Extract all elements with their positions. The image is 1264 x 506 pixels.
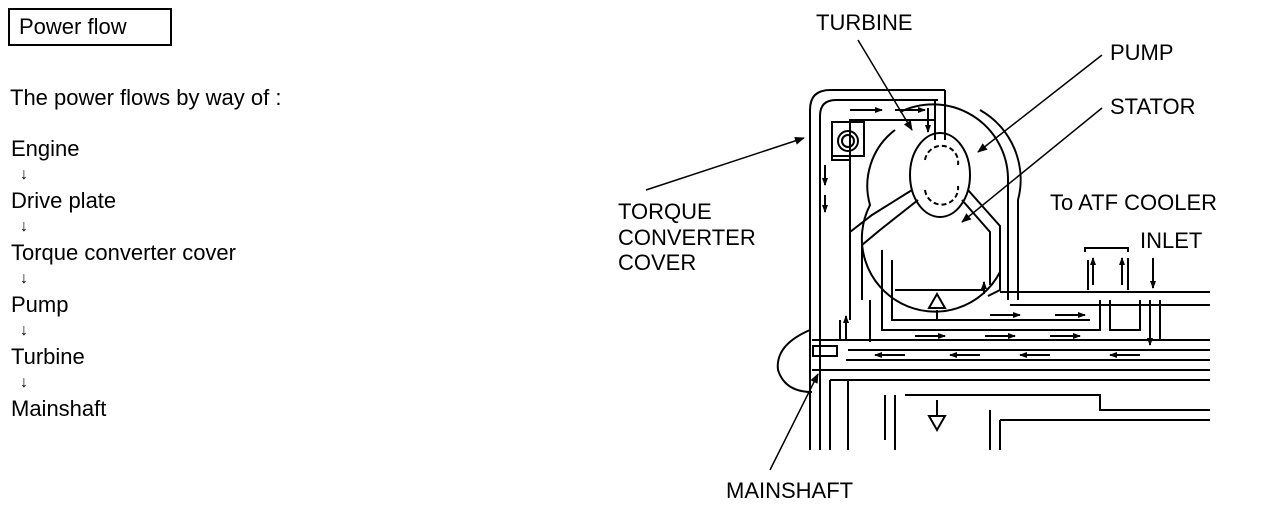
leader-cover [645, 137, 805, 191]
power-flow-list: Engine ↓ Drive plate ↓ Torque converter … [11, 136, 236, 422]
turbine-core [909, 132, 971, 218]
label-mainshaft: MAINSHAFT [726, 478, 853, 503]
converter-cover-outline [809, 89, 946, 450]
leader-stator [961, 107, 1103, 223]
label-stator: STATOR [1110, 94, 1196, 119]
label-pump: PUMP [1110, 40, 1174, 65]
label-atf-cooler: To ATF COOLER [1050, 190, 1217, 215]
flow-step-torque-converter-cover: Torque converter cover [11, 240, 236, 265]
flow-arrow-icon: ↓ [20, 374, 28, 391]
flow-step-engine: Engine [11, 136, 80, 161]
label-cover-line3: COVER [618, 250, 696, 275]
bolt-inner-icon [841, 134, 855, 148]
turbine-stator-core [849, 132, 1001, 300]
label-turbine: TURBINE [816, 10, 913, 35]
flow-step-pump: Pump [11, 292, 69, 317]
flow-arrow-icon: ↓ [20, 322, 28, 339]
label-cover-line1: TORQUE [618, 199, 712, 224]
intro-text: The power flows by way of : [10, 85, 282, 110]
flow-arrows [822, 107, 1156, 358]
triangle-up-icon [927, 291, 947, 309]
fluid-passages [776, 247, 1210, 450]
leader-turbine [857, 39, 913, 131]
section-title: Power flow [19, 14, 127, 39]
label-cover-line2: CONVERTER [618, 225, 756, 250]
leader-lines [645, 39, 1103, 471]
flow-step-turbine: Turbine [11, 344, 85, 369]
section-title-box: Power flow [8, 8, 172, 46]
pump-assembly [837, 103, 1022, 313]
bolt-icon [837, 130, 859, 152]
flow-step-drive-plate: Drive plate [11, 188, 117, 213]
flow-arrow-icon: ↓ [20, 218, 28, 235]
flow-arrow-icon: ↓ [20, 166, 28, 183]
leader-pump [977, 54, 1103, 153]
label-inlet: INLET [1140, 228, 1202, 253]
flow-step-mainshaft: Mainshaft [11, 396, 107, 421]
triangle-symbols [927, 291, 947, 433]
flow-arrow-icon: ↓ [20, 270, 28, 287]
triangle-down-icon [927, 415, 947, 433]
